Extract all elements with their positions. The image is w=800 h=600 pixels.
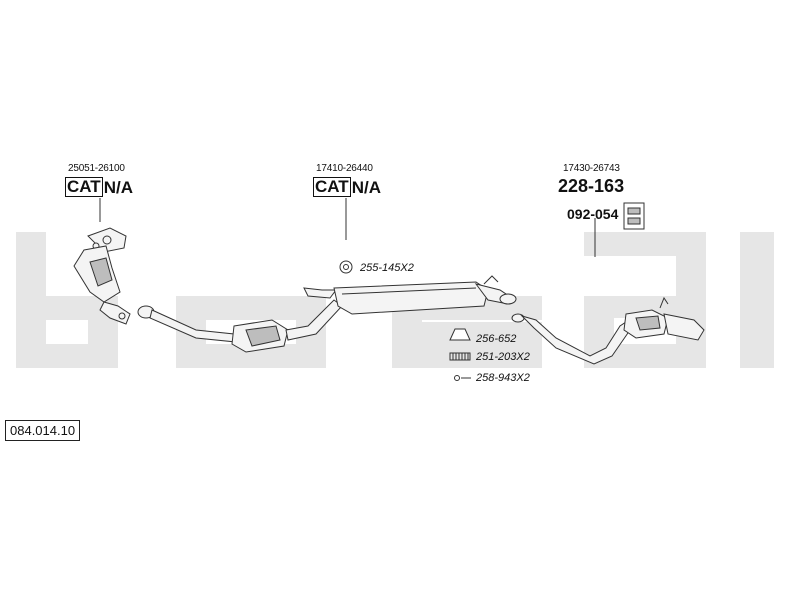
middle-cat-box: CAT	[313, 177, 351, 197]
reference-number: 084.014.10	[5, 420, 81, 441]
ring-part-number: 256-652	[476, 333, 517, 345]
rear-part-suffix: 163	[594, 176, 625, 196]
gasket-part-number: 255-145X2	[360, 262, 414, 274]
front-catalytic-converter	[73, 227, 131, 325]
rear-part-number: 228-163	[558, 176, 625, 196]
middle-na-label: N/A	[351, 177, 381, 197]
rear-part-main: 228	[558, 176, 589, 196]
front-na-label: N/A	[103, 177, 133, 197]
front-cat-label: CAT N/A	[65, 177, 133, 197]
mount-part-number: 092-054	[567, 206, 619, 222]
rubber-mount-icon	[623, 202, 645, 230]
rear-pipe-and-silencer	[511, 296, 705, 365]
bolt-part-number: 258-943X2	[476, 372, 530, 384]
front-cat-box: CAT	[65, 177, 103, 197]
flange-gasket-icon	[339, 260, 353, 274]
front-pipe-with-middle-converter	[137, 299, 343, 353]
spring-part-number: 251-203X2	[476, 351, 530, 363]
middle-cat-label: CAT N/A	[313, 177, 381, 197]
leader-lines	[99, 198, 596, 257]
rear-oe-code: 17430-26743	[563, 163, 620, 174]
coil-spring-icon	[449, 352, 471, 361]
bolt-icon	[454, 375, 471, 381]
middle-oe-code: 17410-26440	[316, 163, 373, 174]
middle-silencer	[303, 275, 517, 315]
sealing-ring-icon	[449, 328, 471, 341]
front-oe-code: 25051-26100	[68, 163, 125, 174]
